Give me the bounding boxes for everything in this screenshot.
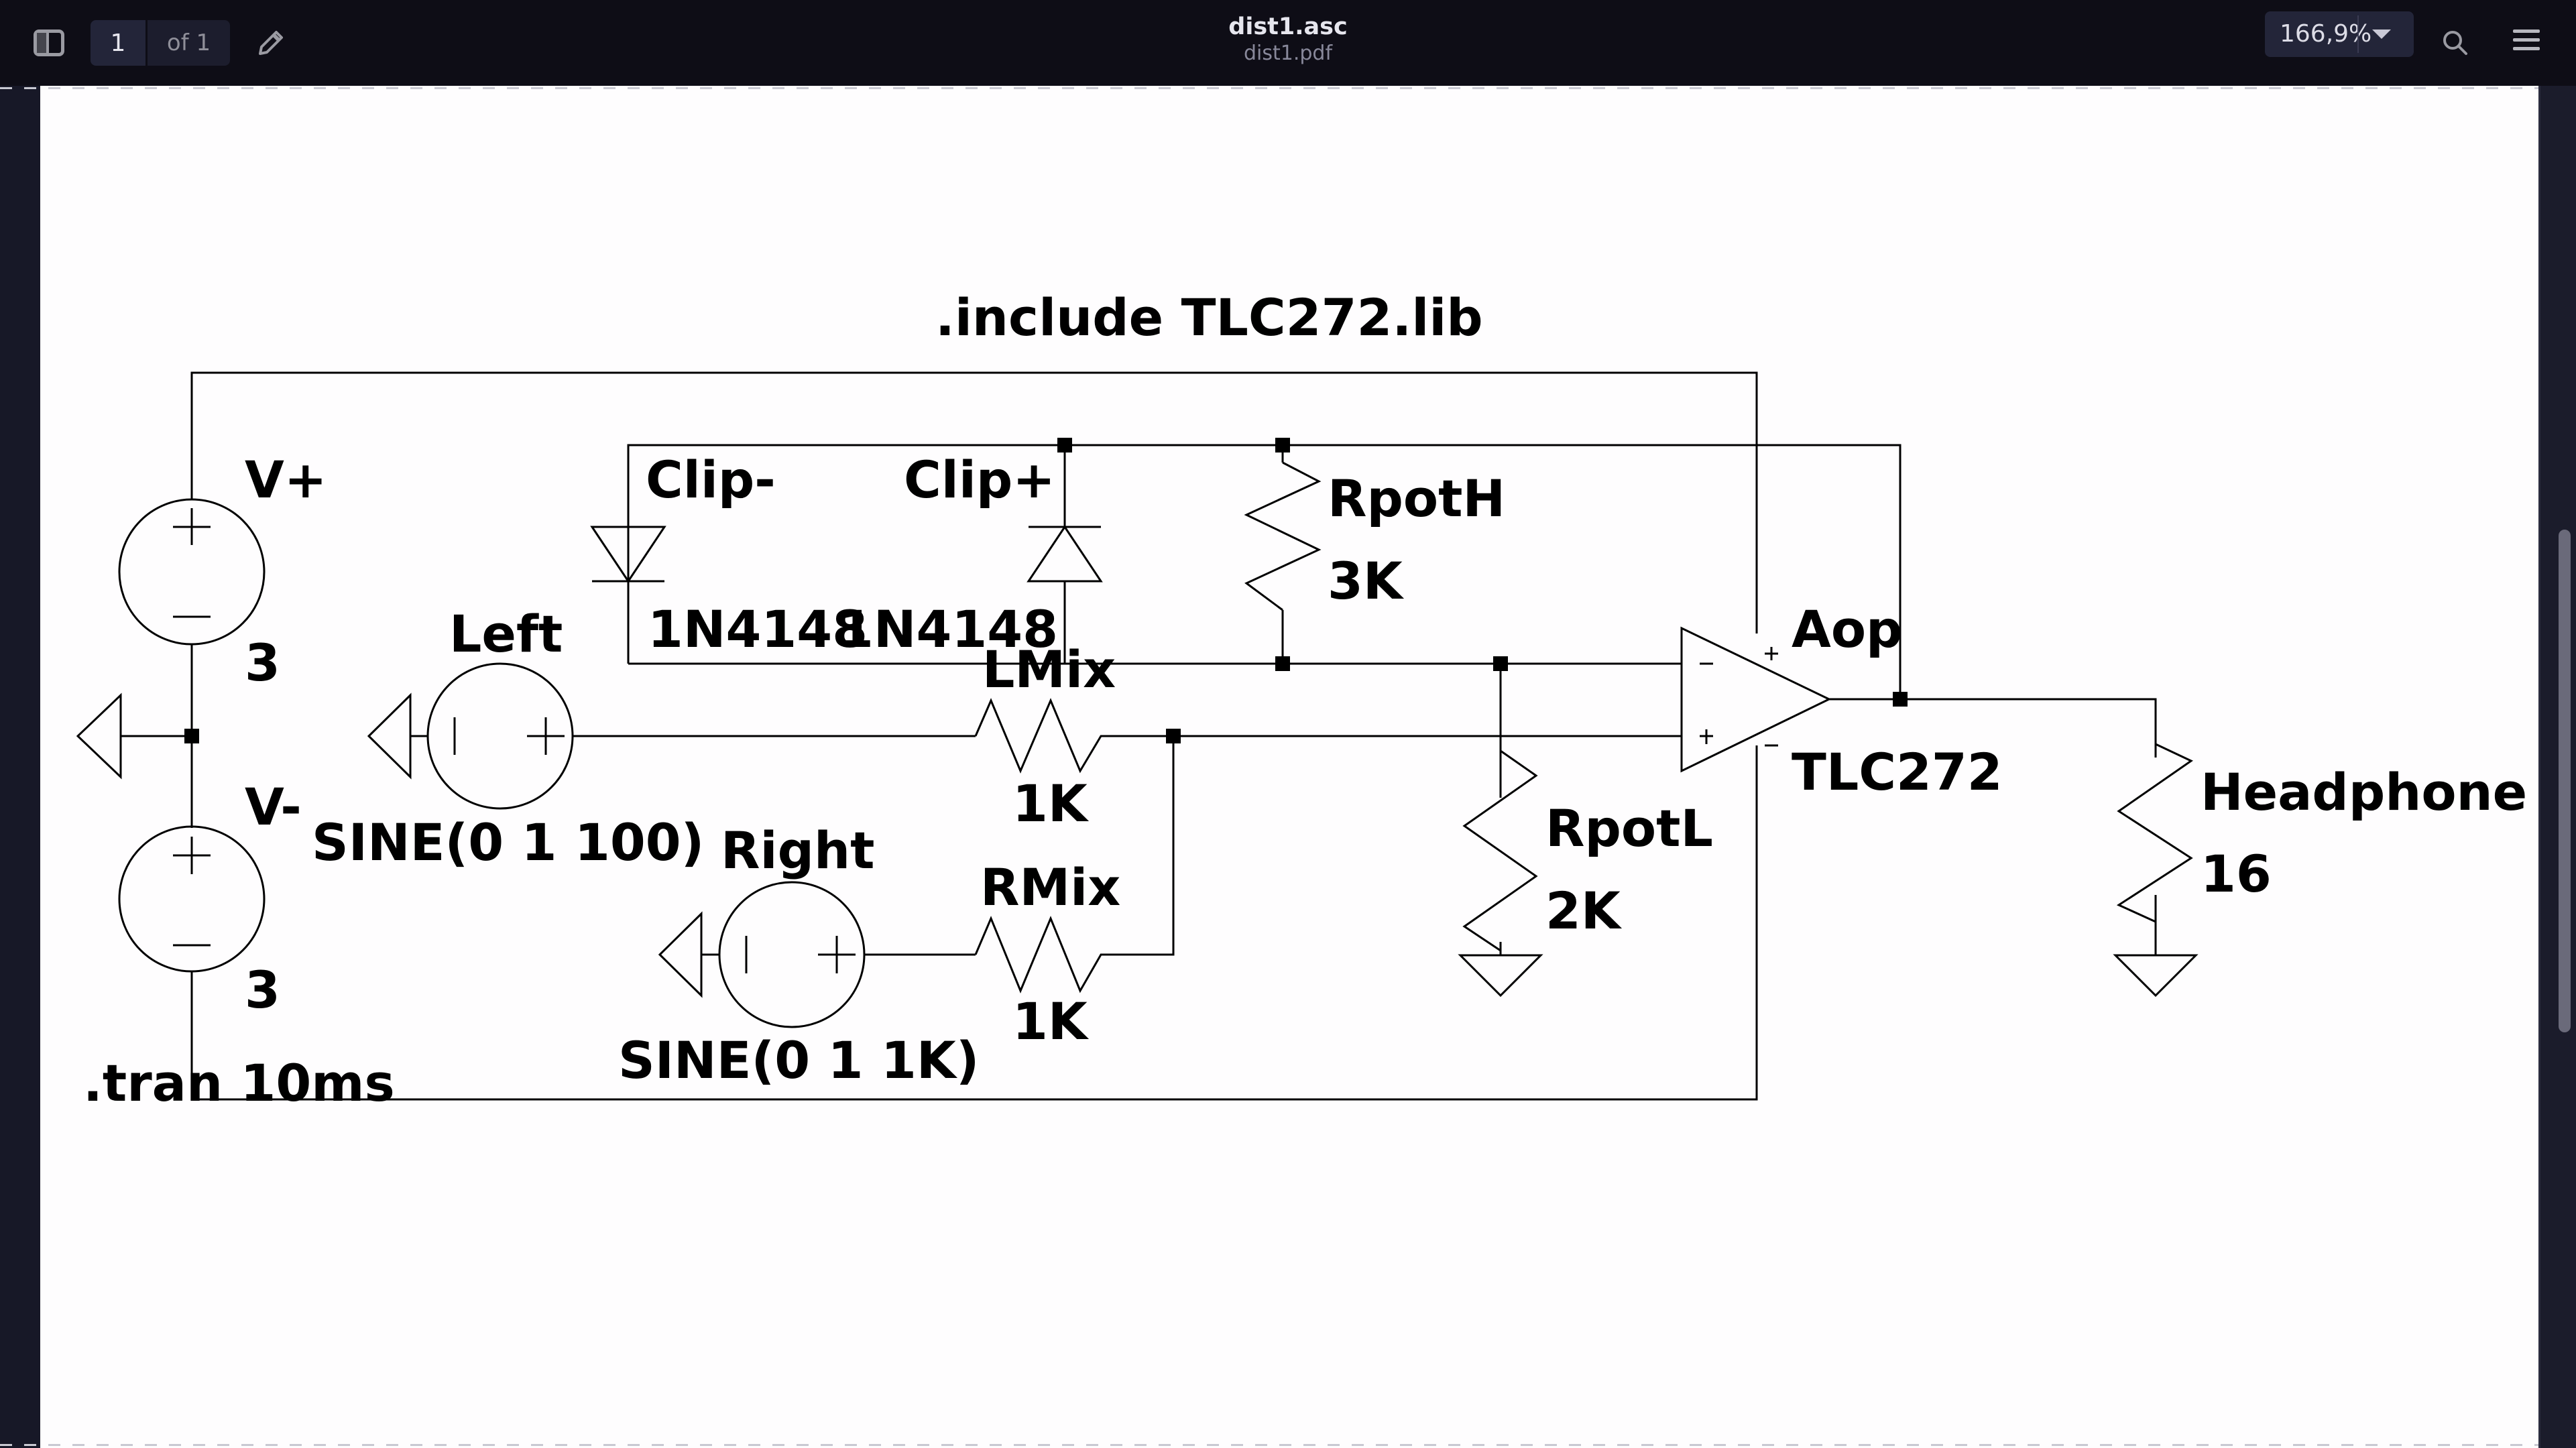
junction-dot [1493, 656, 1508, 671]
rpoth-name: RpotH [1328, 469, 1505, 528]
page-number-input[interactable]: 1 [91, 20, 148, 66]
left-name: Left [449, 604, 563, 664]
resistor-lmix [974, 698, 1116, 774]
rmix-value: 1K [1012, 991, 1090, 1051]
voltage-source-vplus [118, 498, 266, 646]
document-filename: dist1.pdf [1243, 42, 1333, 65]
tran-directive: .tran 10ms [83, 1053, 395, 1113]
ground-symbol [367, 692, 412, 780]
resistor-rpoth [1244, 461, 1322, 611]
ground-symbol [1458, 954, 1543, 998]
headphone-value: 16 [2201, 844, 2272, 904]
junction-dot [1166, 729, 1181, 743]
wire-feedback-top [627, 444, 1901, 699]
wires [121, 371, 2157, 1101]
document-title-block: dist1.asc dist1.pdf [0, 12, 2576, 66]
page-navigator: 1 of 1 [91, 20, 230, 66]
diode-clip-plus [1027, 525, 1103, 583]
wire-rmix-return [1116, 736, 1175, 956]
rpoth-value: 3K [1328, 551, 1405, 611]
clip-minus-value: 1N4148 [648, 599, 868, 659]
scrollbar-thumb[interactable] [2559, 530, 2571, 1032]
rpotl-name: RpotL [1545, 798, 1713, 858]
headphone-name: Headphone [2201, 762, 2527, 822]
vplus-name: V+ [245, 450, 327, 509]
lmix-name: LMix [982, 640, 1116, 699]
vplus-value: 3 [245, 633, 280, 692]
rmix-name: RMix [980, 857, 1120, 917]
zoom-separator [2357, 15, 2359, 53]
lmix-value: 1K [1012, 774, 1090, 833]
junction-dot [1275, 438, 1290, 452]
resistor-headphone [2116, 743, 2193, 923]
clip-plus-value: 1N4148 [838, 599, 1058, 659]
resistor-rmix [974, 916, 1116, 993]
sidebar-toggle-icon[interactable] [34, 29, 64, 56]
left-value: SINE(0 1 100) [312, 812, 704, 872]
rpotl-value: 2K [1545, 881, 1623, 941]
wire-vminus-rail [190, 745, 1758, 1101]
aop-name: Aop [1792, 599, 1902, 659]
ground-symbol [2113, 954, 2199, 998]
search-icon[interactable] [2441, 28, 2470, 58]
page-boundary-bottom [0, 1444, 2538, 1446]
clip-minus-name: Clip- [646, 450, 776, 509]
junction-dot [1057, 438, 1072, 452]
right-name: Right [721, 821, 874, 880]
ground-symbol [658, 911, 703, 998]
wire-output [1829, 698, 2157, 758]
junction-dot [1275, 656, 1290, 671]
zoom-dropdown[interactable]: 166,9% [2265, 11, 2414, 57]
voltage-source-vminus [118, 825, 266, 973]
zoom-value[interactable]: 166,9% [2280, 20, 2372, 48]
document-title: dist1.asc [1228, 13, 1348, 40]
junction-dot [1893, 692, 1908, 707]
pdf-page [40, 86, 2538, 1448]
caret-down-icon[interactable] [2372, 29, 2391, 39]
right-value: SINE(0 1 1K) [618, 1030, 979, 1090]
junction-dot [184, 729, 199, 743]
clip-plus-name: Clip+ [904, 450, 1055, 509]
diode-clip-minus [590, 526, 666, 583]
voltage-source-left [367, 662, 574, 810]
voltage-source-right [658, 881, 866, 1028]
ground-symbol [76, 692, 122, 780]
page-total-label: of 1 [148, 20, 230, 66]
vminus-value: 3 [245, 960, 280, 1020]
junctions [184, 438, 1908, 743]
opamp-aop [1680, 626, 1832, 773]
include-directive: .include TLC272.lib [935, 288, 1483, 347]
hamburger-menu-icon[interactable] [2513, 29, 2540, 56]
aop-value: TLC272 [1792, 742, 2003, 802]
wire-vplus-rail [190, 371, 1758, 634]
page-boundary-top [0, 87, 2538, 89]
pencil-icon[interactable] [257, 29, 284, 56]
resistor-rpotl [1462, 749, 1538, 952]
toolbar [0, 0, 2576, 86]
vminus-name: V- [245, 777, 302, 837]
